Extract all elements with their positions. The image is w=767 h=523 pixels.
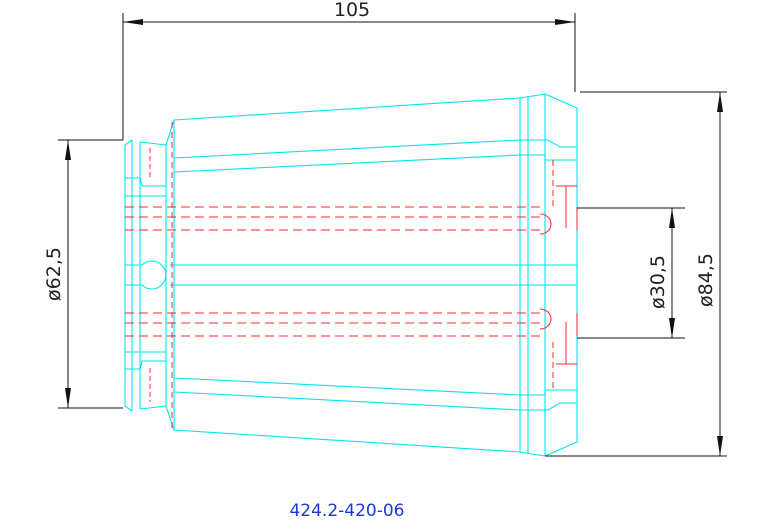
dimension-large-diameter: ø84,5 xyxy=(545,91,727,457)
part-number: 424.2-420-06 xyxy=(289,501,404,521)
dimension-small-diameter-label: ø62,5 xyxy=(43,247,65,301)
dimension-length-label: 105 xyxy=(334,0,370,21)
dimension-bore-diameter: ø30,5 xyxy=(577,207,685,339)
dimension-small-diameter: ø62,5 xyxy=(43,139,123,409)
dimension-bore-diameter-label: ø30,5 xyxy=(647,255,669,309)
dimension-length: 105 xyxy=(122,0,576,140)
hidden-bore-lines xyxy=(125,122,578,428)
collet-outline xyxy=(124,93,578,457)
dimension-large-diameter-label: ø84,5 xyxy=(695,253,717,307)
